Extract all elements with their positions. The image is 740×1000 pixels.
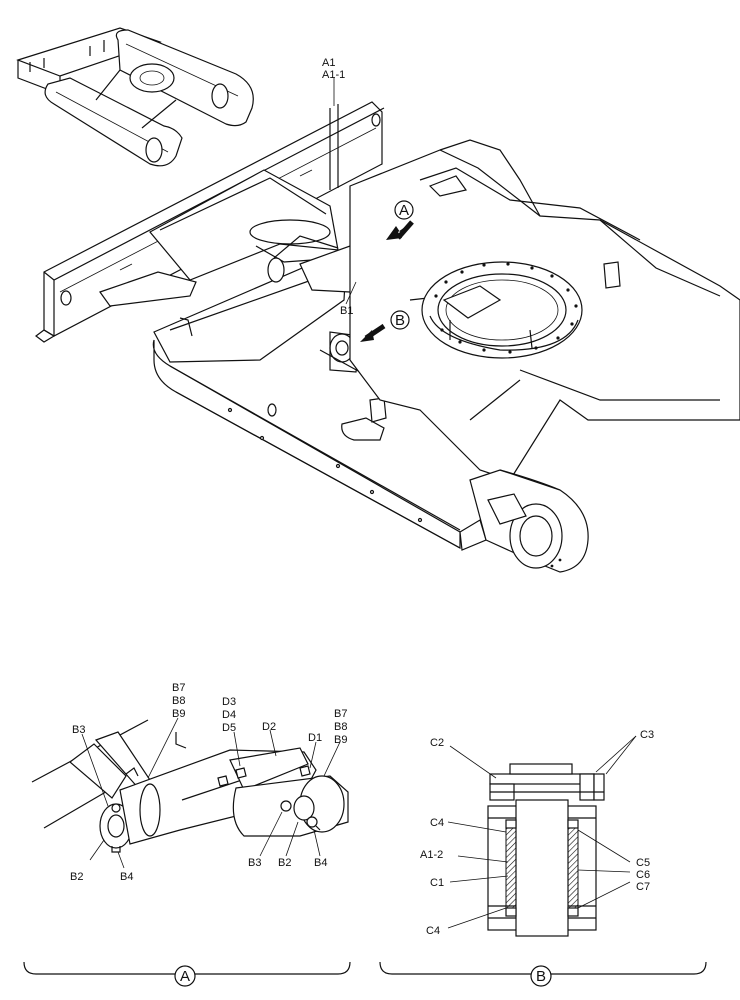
leader-b1 bbox=[345, 281, 357, 305]
detail-b-leaders bbox=[447, 735, 637, 929]
label-a-b9-right: B9 bbox=[334, 734, 347, 746]
label-a-d3: D3 bbox=[222, 696, 236, 708]
detail-a-caption: A bbox=[180, 968, 190, 985]
label-a-d1: D1 bbox=[308, 732, 322, 744]
label-b-c7: C7 bbox=[636, 881, 650, 893]
label-b-c1: C1 bbox=[430, 877, 444, 889]
label-a1: A1 bbox=[322, 57, 335, 69]
label-a-d2: D2 bbox=[262, 721, 276, 733]
callout-b-circle bbox=[390, 310, 410, 330]
detail-b-drawing bbox=[487, 763, 605, 937]
upper-frame bbox=[349, 139, 740, 481]
detail-b-caption-circle bbox=[530, 965, 552, 987]
label-b-c3: C3 bbox=[640, 729, 654, 741]
detail-b-caption: B bbox=[536, 968, 546, 985]
label-a-b3-left: B3 bbox=[72, 724, 85, 736]
label-a-b4-right: B4 bbox=[314, 857, 327, 869]
detail-a-caption-circle bbox=[174, 965, 196, 987]
bearing-bolt-holes bbox=[434, 262, 578, 354]
label-a-b4-left: B4 bbox=[120, 871, 133, 883]
label-a-d4: D4 bbox=[222, 709, 236, 721]
label-a1-1: A1-1 bbox=[322, 69, 345, 81]
label-b-c4-bottom: C4 bbox=[426, 925, 440, 937]
undercarriage-thumbnail bbox=[16, 27, 254, 167]
main-view bbox=[16, 27, 740, 573]
callout-a-letter: A bbox=[399, 202, 409, 219]
label-a-d5: D5 bbox=[222, 722, 236, 734]
label-b-c4-top: C4 bbox=[430, 817, 444, 829]
label-b-a1-2: A1-2 bbox=[420, 849, 443, 861]
label-a-b7-right: B7 bbox=[334, 708, 347, 720]
callout-b-arrow bbox=[360, 323, 386, 342]
blade-arms bbox=[149, 169, 347, 363]
label-a-b3-right: B3 bbox=[248, 857, 261, 869]
label-b-c5: C5 bbox=[636, 857, 650, 869]
label-a-b8-left: B8 bbox=[172, 695, 185, 707]
track-frame bbox=[152, 317, 487, 551]
label-a-b9-left: B9 bbox=[172, 708, 185, 720]
detail-a-drawing bbox=[31, 719, 349, 853]
label-a-b8-right: B8 bbox=[334, 721, 347, 733]
label-a-b2-left: B2 bbox=[70, 871, 83, 883]
callout-a-circle bbox=[394, 200, 414, 220]
label-a-b2-right: B2 bbox=[278, 857, 291, 869]
label-b-c6: C6 bbox=[636, 869, 650, 881]
callout-a-arrow bbox=[386, 220, 414, 240]
callout-b-letter: B bbox=[395, 312, 405, 329]
frame-end-sprocket bbox=[469, 469, 589, 573]
label-b-c2: C2 bbox=[430, 737, 444, 749]
label-a-b7-left: B7 bbox=[172, 682, 185, 694]
label-b1: B1 bbox=[340, 305, 353, 317]
detail-a-leaders bbox=[81, 717, 341, 869]
